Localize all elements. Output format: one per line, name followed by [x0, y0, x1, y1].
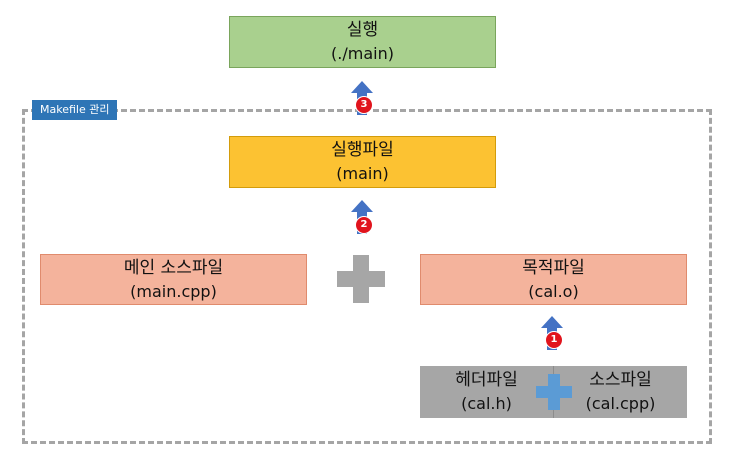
makefile-label: Makefile 관리: [32, 100, 118, 120]
executable-file-name: (main): [336, 164, 389, 183]
plus-icon: [535, 373, 573, 411]
step-badge: 1: [545, 331, 563, 349]
object-file-name: (cal.o): [528, 281, 579, 301]
header-file-title: 헤더파일: [455, 370, 518, 390]
executable-title: 실행: [346, 20, 379, 40]
source-file-box: 소스파일 (cal.cpp): [554, 366, 687, 418]
executable-box: 실행 (./main): [229, 16, 496, 68]
header-file-box: 헤더파일 (cal.h): [420, 366, 554, 418]
step-badge: 3: [355, 96, 373, 114]
source-file-name: (cal.cpp): [585, 394, 656, 413]
main-source-title: 메인 소스파일: [123, 257, 224, 278]
source-file-title: 소스파일: [589, 370, 652, 390]
plus-icon: [335, 253, 387, 305]
executable-file-box: 실행파일 (main): [229, 136, 496, 188]
executable-command: (./main): [331, 44, 394, 63]
step-badge: 2: [355, 216, 373, 234]
header-file-name: (cal.h): [461, 394, 512, 413]
executable-file-title: 실행파일: [331, 140, 394, 160]
object-file-box: 목적파일 (cal.o): [420, 254, 687, 305]
object-file-title: 목적파일: [522, 257, 585, 278]
main-source-box: 메인 소스파일 (main.cpp): [40, 254, 307, 305]
main-source-name: (main.cpp): [130, 281, 217, 301]
